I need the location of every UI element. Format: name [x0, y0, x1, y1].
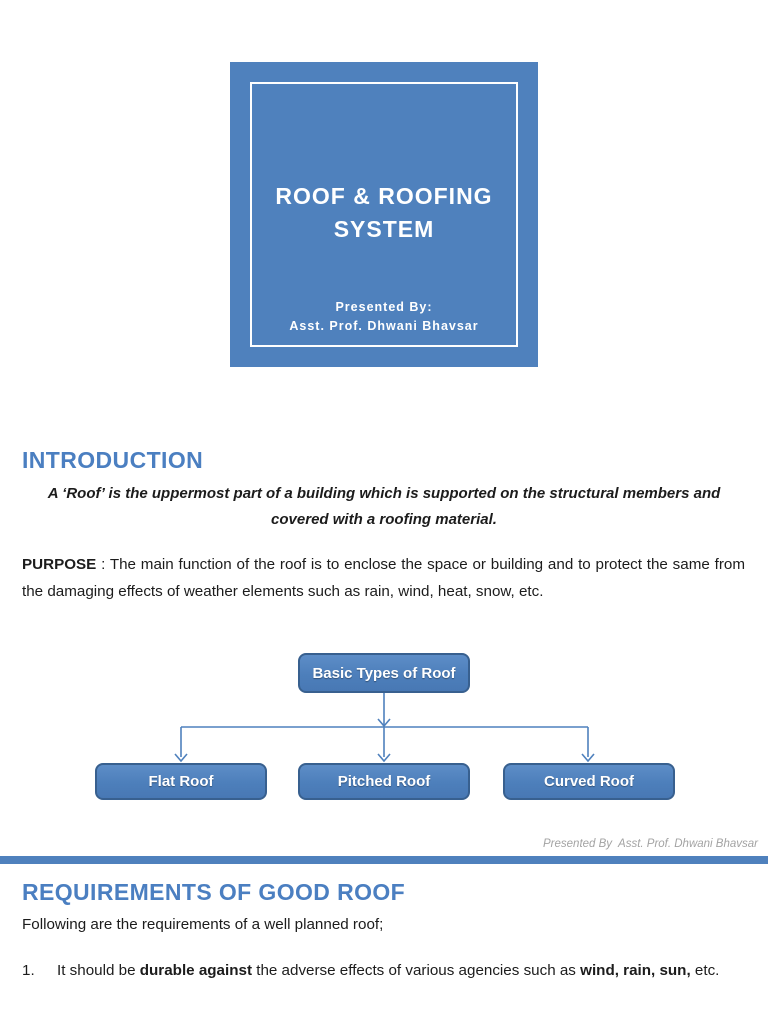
introduction-heading: INTRODUCTION	[22, 447, 204, 473]
requirement-item-1: 1. It should be durable against the adver…	[0, 957, 753, 984]
presented-by-label: Presented By:	[335, 300, 433, 314]
requirements-intro: Following are the requirements of a well…	[22, 916, 384, 933]
requirements-heading: REQUIREMENTS OF GOOD ROOF	[22, 879, 406, 905]
item-text-normal-3: etc.	[690, 962, 720, 979]
purpose-label: PURPOSE	[22, 556, 97, 573]
arrowhead-flat-roof	[174, 753, 188, 763]
slide-divider-bar	[0, 856, 768, 864]
diagram-box-curved-roof: Curved Roof	[503, 763, 675, 800]
item-text-normal-1: It should be	[57, 962, 140, 979]
slide-title-line2: SYSTEM	[333, 216, 435, 242]
title-slide: ROOF & ROOFING SYSTEM Presented By: Asst…	[230, 62, 538, 367]
footer-credit: Presented By Asst. Prof. Dhwani Bhavsar	[543, 838, 758, 850]
arrowhead-pitched-roof	[377, 753, 391, 763]
diagram-root-box: Basic Types of Roof	[298, 653, 470, 693]
slide-title: ROOF & ROOFING SYSTEM	[230, 180, 538, 246]
item-text-bold-1: durable against	[139, 962, 252, 979]
item-text-bold-2: wind, rain, sun,	[580, 962, 691, 979]
slide-inner-border	[250, 82, 518, 347]
item-text-normal-2: the adverse effects of various agencies …	[252, 962, 581, 979]
item-number: 1.	[22, 962, 35, 979]
presenter-name: Asst. Prof. Dhwani Bhavsar	[289, 319, 479, 333]
slide-presenter: Presented By: Asst. Prof. Dhwani Bhavsar	[230, 298, 538, 336]
diagram-connectors	[174, 693, 595, 763]
arrowhead-middle-junction	[377, 718, 391, 728]
diagram-box-flat-roof: Flat Roof	[95, 763, 267, 800]
purpose-paragraph: PURPOSE : The main function of the roof …	[22, 551, 745, 605]
slide-title-line1: ROOF & ROOFING	[275, 183, 493, 209]
diagram-box-pitched-roof: Pitched Roof	[298, 763, 470, 800]
purpose-text: : The main function of the roof is to en…	[22, 556, 745, 600]
arrowhead-curved-roof	[581, 753, 595, 763]
roof-definition-text: A ‘Roof’ is the uppermost part of a buil…	[47, 485, 721, 528]
